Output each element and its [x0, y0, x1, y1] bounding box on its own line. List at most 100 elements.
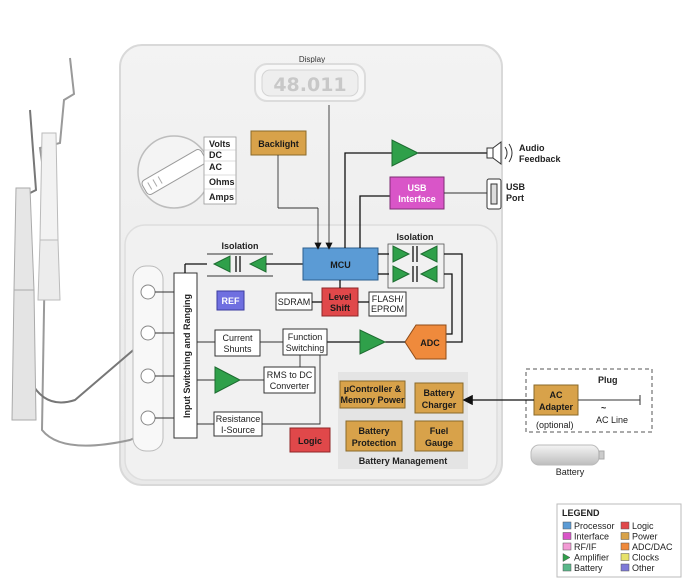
rms-label-2: Converter [270, 381, 310, 391]
legend-label-processor: Processor [574, 521, 615, 531]
legend-swatch-amplifier [562, 553, 571, 562]
isolation-left-amp-1 [212, 255, 231, 273]
legend-label-clocks: Clocks [632, 553, 660, 563]
legend-swatch-battery [562, 563, 572, 572]
current-shunts-label-1: Current [222, 333, 253, 343]
mcu-label: MCU [330, 260, 351, 270]
level-shift-label-1: Level [328, 292, 351, 302]
battery-protection-label-2: Protection [352, 438, 397, 448]
legend-swatch-clocks [620, 553, 630, 561]
usb-port-icon [486, 178, 502, 210]
legend-swatch-rf-if [562, 542, 572, 551]
selector-amps: Amps [209, 192, 234, 202]
rms-amplifier [214, 366, 242, 394]
level-shift-label-2: Shift [330, 303, 350, 313]
battery-protection-label-1: Battery [358, 426, 389, 436]
ucontroller-power-block: µController & Memory Power [339, 380, 406, 409]
ucontroller-label-2: Memory Power [340, 395, 405, 405]
battery-charger-block: Battery Charger [414, 382, 464, 414]
isolation-right-label: Isolation [396, 232, 433, 242]
legend-swatch-processor [562, 521, 572, 530]
legend-label-adc-dac: ADC/DAC [632, 542, 673, 552]
optional-label: (optional) [536, 420, 574, 430]
legend-label-amplifier: Amplifier [574, 553, 609, 563]
flash-label-1: FLASH/ [372, 294, 404, 304]
legend-label-other: Other [632, 563, 655, 573]
resistance-label-1: Resistance [216, 414, 261, 424]
display-title: Display [299, 55, 325, 64]
fuel-gauge-label-2: Gauge [425, 438, 453, 448]
ucontroller-label-1: µController & [344, 384, 402, 394]
sdram-block: SDRAM [275, 292, 313, 311]
ref-block: REF [216, 290, 245, 311]
isolation-left-label: Isolation [221, 241, 258, 251]
usb-port-label-1: USB [506, 182, 526, 192]
input-switching-block: Input Switching and Ranging [173, 272, 198, 439]
usb-interface-label-1: USB [407, 183, 427, 193]
usb-interface-label-2: Interface [398, 194, 436, 204]
logic-label: Logic [298, 436, 322, 446]
resistance-label-2: I-Source [221, 425, 255, 435]
speaker-icon [486, 141, 513, 165]
backlight-block: Backlight [250, 130, 307, 156]
input-jack-2 [140, 325, 156, 341]
plug-label: Plug [598, 375, 618, 385]
selector-volts: Volts [209, 139, 230, 149]
battery-management: µController & Memory Power Battery Charg… [338, 372, 468, 469]
isolation-left: Isolation [184, 241, 303, 277]
resistance-source-block: Resistance I-Source [213, 411, 263, 437]
legend-swatch-other [620, 563, 630, 572]
mcu-block: MCU [302, 247, 379, 281]
legend-swatch-logic [620, 521, 630, 530]
ac-adapter-label-1: AC [550, 390, 563, 400]
legend-label-interface: Interface [574, 532, 609, 542]
audio-label-2: Feedback [519, 154, 562, 164]
function-switching-label-1: Function [288, 332, 323, 342]
adc-block: ADC [404, 324, 447, 360]
test-probes [11, 57, 152, 447]
legend-label-battery: Battery [574, 563, 603, 573]
level-shift-block: Level Shift [321, 287, 359, 317]
logic-block: Logic [289, 427, 331, 453]
battery-charger-label-2: Charger [422, 400, 457, 410]
battery-charger-label-1: Battery [423, 388, 454, 398]
selector-ac: AC [209, 162, 222, 172]
ac-adapter-block: AC Adapter [533, 384, 579, 416]
legend-label-logic: Logic [632, 521, 654, 531]
fuel-gauge-label-1: Fuel [430, 426, 449, 436]
input-jack-3 [140, 368, 156, 384]
legend-swatch-interface [562, 532, 572, 540]
ac-symbol: ~ [601, 403, 606, 413]
legend-swatch-power [620, 532, 630, 540]
selector-dc: DC [209, 150, 222, 160]
display: Display 48.011 [254, 55, 366, 102]
flash-block: FLASH/ EPROM [368, 291, 407, 317]
battery-icon [530, 444, 605, 466]
selector-ohms: Ohms [209, 177, 235, 187]
battery-protection-block: Battery Protection [345, 420, 403, 452]
ac-line-label: AC Line [596, 415, 628, 425]
audio-amplifier [391, 139, 420, 167]
backlight-label: Backlight [258, 139, 299, 149]
sdram-label: SDRAM [278, 297, 311, 307]
legend-label-rf-if: RF/IF [574, 542, 597, 552]
rotary-selector: Volts DC AC Ohms Amps [137, 135, 237, 209]
function-switching-label-2: Switching [286, 343, 325, 353]
current-shunts-label-2: Shunts [223, 344, 252, 354]
usb-interface-block: USB Interface [389, 176, 445, 210]
current-shunts-block: Current Shunts [214, 329, 261, 357]
legend-label-power: Power [632, 532, 658, 542]
input-switching-label: Input Switching and Ranging [182, 294, 192, 418]
audio-label-1: Audio [519, 143, 545, 153]
flash-label-2: EPROM [371, 304, 404, 314]
display-value: 48.011 [273, 74, 346, 96]
function-switching-block: Function Switching [282, 328, 328, 356]
input-jack-panel [132, 265, 174, 452]
isolation-right: Isolation [378, 232, 445, 289]
legend-title: LEGEND [562, 508, 600, 518]
input-jack-1 [140, 284, 156, 300]
rms-label-1: RMS to DC [267, 370, 313, 380]
input-jack-4 [140, 410, 156, 426]
